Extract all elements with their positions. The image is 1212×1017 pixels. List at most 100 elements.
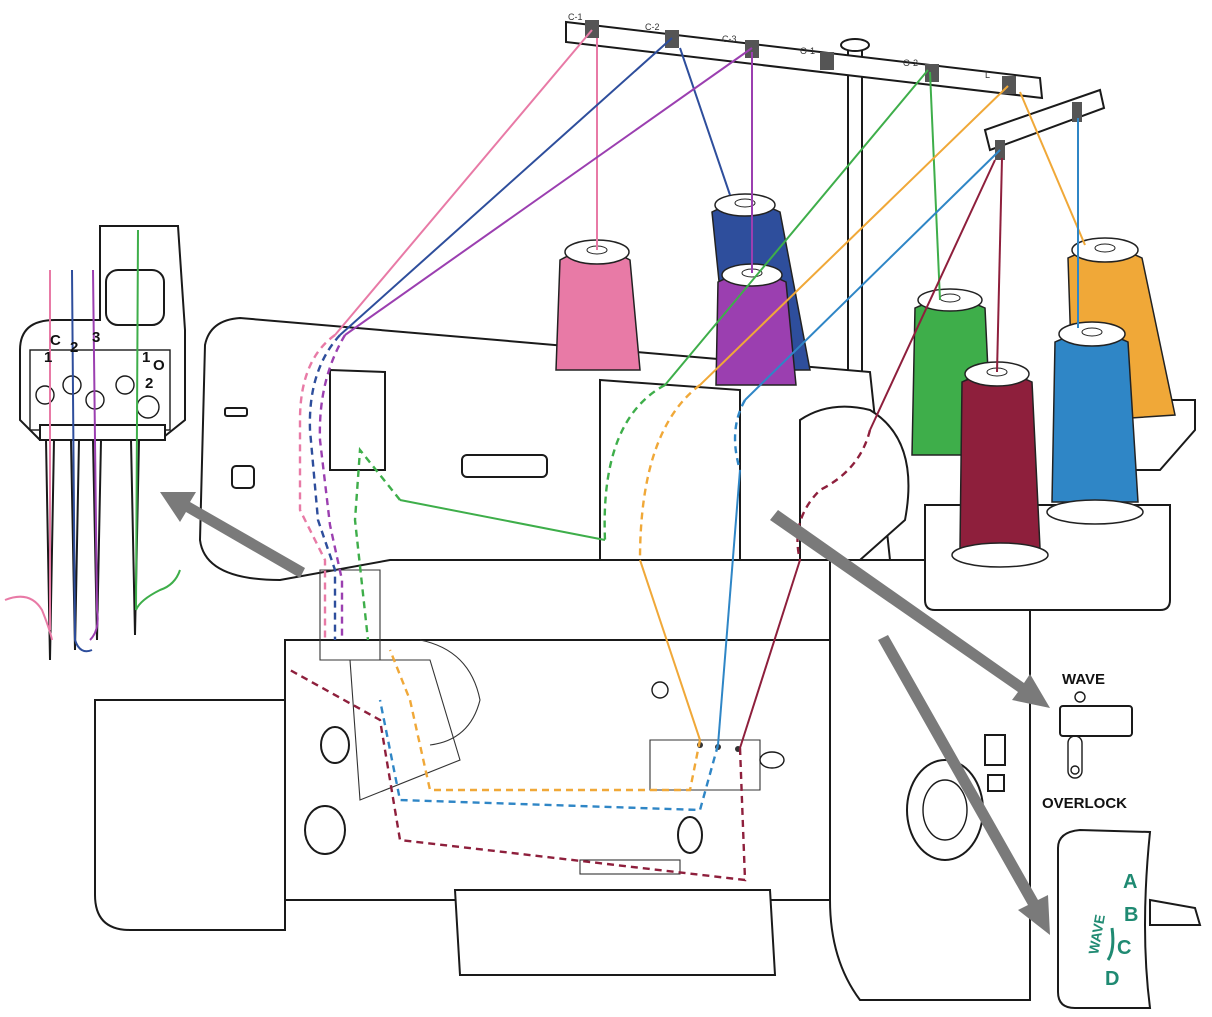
- needle-callout-arrow: [160, 492, 305, 578]
- looper-area: [349, 659, 461, 801]
- thread-green-up: [929, 71, 941, 301]
- guide-label-l: L: [985, 70, 990, 80]
- stitch-selector-slot: [461, 454, 548, 478]
- guide-label-c1: C-1: [568, 12, 583, 22]
- thread-purple: [318, 47, 753, 640]
- machine-left-base: [94, 699, 286, 931]
- thread-lightblue-diag: [744, 149, 1001, 401]
- needle-label-o: O: [153, 357, 165, 374]
- needle-thread-purple: [89, 269, 99, 641]
- thread-pink-tension: [298, 334, 336, 640]
- handwheel: [906, 759, 984, 861]
- dial-letter-a: A: [1123, 871, 1137, 893]
- tension-housing: [599, 378, 741, 561]
- thread-stand-knob: [840, 38, 870, 52]
- thread-purple-tension: [318, 334, 347, 640]
- callout-arrows: [160, 492, 1050, 935]
- switch-label-wave: WAVE: [1062, 671, 1105, 688]
- guide-label-c2: C-2: [645, 22, 660, 32]
- thread-green-tension: [603, 383, 666, 541]
- switch-indicator-bottom: [1070, 765, 1080, 775]
- needle-thread-pink-tail: [4, 595, 53, 641]
- needle-screw: [115, 375, 135, 395]
- thread-green-needle: [353, 446, 401, 641]
- needle-bar-foot: [39, 424, 166, 441]
- thread-lightblue: [378, 118, 1079, 812]
- thread-green: [353, 69, 941, 641]
- differential-feed-knob: [320, 726, 350, 764]
- arm-lever: [224, 407, 248, 417]
- dial-letter-c: C: [1117, 937, 1131, 959]
- front-cover-window: [329, 368, 386, 471]
- thread-lightblue-looper: [378, 699, 720, 812]
- light-switch: [231, 465, 255, 489]
- base-plug: [759, 751, 785, 769]
- thread-orange-up: [1019, 91, 1086, 246]
- tray-clip: [579, 859, 681, 875]
- knife-lever-knob: [677, 816, 703, 854]
- guide-eyelet: [925, 64, 939, 82]
- switch-lever: [1059, 705, 1133, 737]
- spool-navy-hole: [734, 198, 756, 208]
- thread-navy: [308, 37, 731, 640]
- switch-label-overlock: OVERLOCK: [1042, 795, 1127, 812]
- power-switch: [984, 734, 1006, 766]
- thread-paths: [289, 29, 1086, 882]
- guide-eyelet: [1072, 102, 1082, 122]
- thread-maroon-up: [996, 157, 1003, 373]
- guide-label-o2: O-2: [903, 58, 918, 68]
- handwheel-housing: [799, 405, 910, 561]
- throat-plate: [649, 739, 761, 791]
- thread-pink: [298, 29, 598, 640]
- spool-lightblue: [1046, 321, 1144, 525]
- needle-label-3: 3: [92, 329, 100, 346]
- needle-clamp-top: [105, 269, 165, 326]
- needle-label-c: C: [50, 332, 61, 349]
- thread-green-diag: [664, 69, 929, 386]
- needle-screw: [35, 385, 55, 405]
- thread-orange: [388, 85, 1086, 792]
- thread-orange-tension: [638, 384, 701, 561]
- dial-wave-mark: [1106, 927, 1115, 961]
- guide-eyelet: [1002, 76, 1016, 94]
- dial-panel: [1057, 828, 1152, 1009]
- thread-lightblue-down: [717, 469, 741, 746]
- dial-letter-b: B: [1124, 904, 1138, 926]
- dial-knob: [1149, 898, 1202, 926]
- spool-pink-cone: [555, 249, 641, 371]
- thread-orange-down: [639, 559, 701, 741]
- thread-navy-diag: [339, 37, 673, 336]
- dial-detail-inset: WAVE A B C D: [1057, 828, 1202, 1009]
- thread-maroon-diag: [869, 159, 996, 431]
- thread-navy-tension: [308, 334, 341, 640]
- thread-orange-diag: [699, 85, 1009, 386]
- spool-maroon-cone: [959, 372, 1041, 549]
- thread-green-across: [399, 499, 606, 541]
- dial-letter-d: D: [1105, 968, 1119, 990]
- waste-tray: [453, 889, 777, 976]
- needle-label-2: 2: [70, 339, 78, 356]
- switch-callout-arrow: [770, 510, 1050, 708]
- switch-indicator-top: [1074, 691, 1086, 703]
- thread-pink-diag: [334, 29, 593, 336]
- thread-guide-bar: [565, 20, 1044, 100]
- dial-callout-arrow: [878, 635, 1050, 935]
- thread-stand: C-1 C-2 C-3 O-1 O-2 L: [565, 12, 1106, 411]
- thread-maroon-looper: [289, 668, 747, 882]
- thread-purple-diag: [344, 47, 753, 336]
- power-socket: [987, 774, 1005, 792]
- needle-detail-inset: C 1 2 3 1 O 2: [4, 225, 186, 661]
- needle-label-o2: 2: [145, 375, 153, 392]
- needle-clamp-housing: [19, 225, 186, 441]
- switch-slot: [1067, 735, 1083, 779]
- spool-lightblue-cone: [1051, 332, 1139, 503]
- spool-lightblue-base: [1046, 499, 1144, 525]
- spool-orange-hole: [1094, 243, 1116, 253]
- thread-stand-pole: [847, 39, 863, 411]
- spool-green-hole: [939, 293, 961, 303]
- serger-machine: [94, 316, 1196, 1001]
- guide-label-o1: O-1: [800, 46, 815, 56]
- needle-label-o1: 1: [142, 349, 150, 366]
